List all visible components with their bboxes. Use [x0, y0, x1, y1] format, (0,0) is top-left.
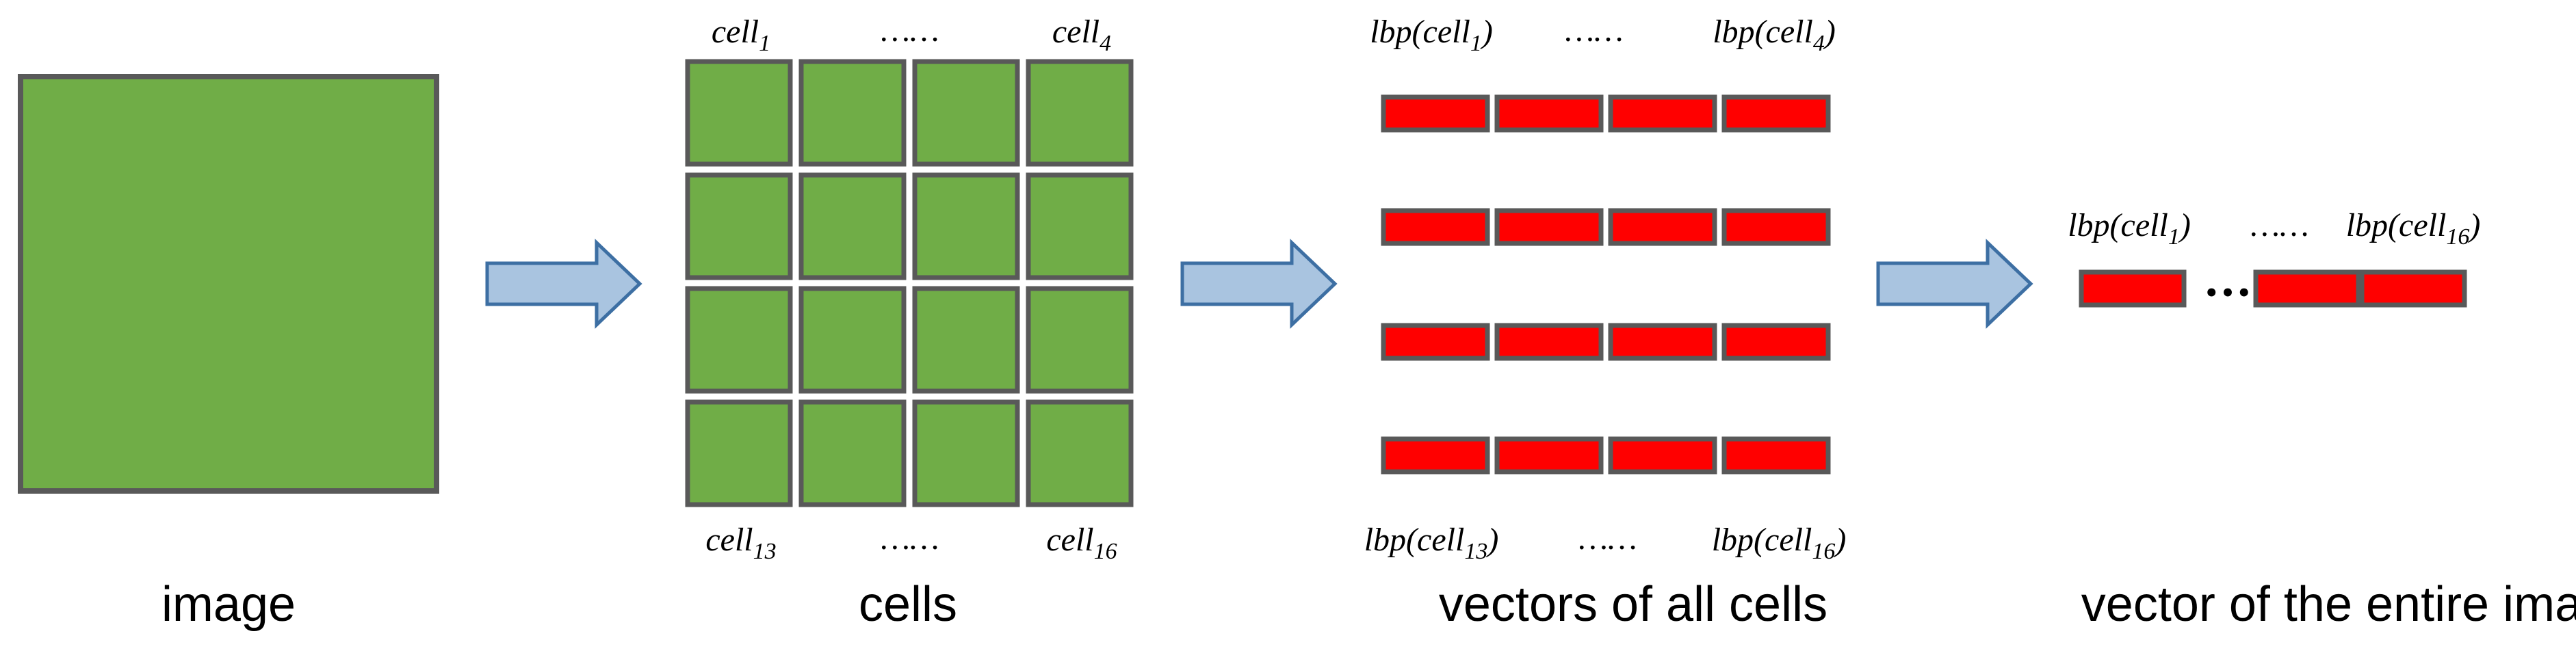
grid-cell — [912, 286, 1020, 394]
vector-segment — [1381, 94, 1490, 133]
grid-cell — [1026, 399, 1134, 507]
vector-segment — [1494, 436, 1604, 475]
grid-cell — [912, 59, 1020, 167]
vector-label-top-left: lbp(cell1) — [1370, 14, 1493, 56]
vector-segment — [1721, 94, 1831, 133]
input-image-square — [18, 74, 439, 494]
vector-segment — [1721, 323, 1831, 361]
grid-cell — [685, 59, 793, 167]
cell-label-top-ellipsis: …… — [881, 12, 939, 49]
cell-label-top-left: cell1 — [712, 14, 770, 56]
entire-gap-dots: ••• — [2204, 280, 2252, 307]
entire-vector-row — [2079, 269, 2467, 308]
vector-label-top-ellipsis: …… — [1565, 12, 1623, 49]
grid-cell — [1026, 286, 1134, 394]
cells-grid — [685, 59, 1134, 507]
vector-segment — [2253, 269, 2361, 308]
vector-label-bottom-right: lbp(cell16) — [1712, 522, 1847, 564]
cell-label-bottom-ellipsis: …… — [881, 520, 939, 557]
caption-image: image — [161, 577, 296, 632]
right-arrow-icon — [1180, 239, 1338, 329]
vector-segment — [1608, 323, 1717, 361]
vector-segment — [1608, 208, 1717, 246]
vector-segment — [1494, 208, 1604, 246]
grid-cell — [1026, 172, 1134, 280]
vector-segment — [2359, 269, 2467, 308]
cell-label-top-right: cell4 — [1052, 14, 1111, 56]
grid-cell — [798, 286, 907, 394]
right-arrow-icon — [1876, 239, 2033, 329]
vector-rows — [1381, 94, 1831, 475]
vector-segment — [2079, 269, 2187, 308]
entire-label-ellipsis: …… — [2250, 207, 2308, 243]
vector-segment — [1381, 436, 1490, 475]
vector-label-bottom-left: lbp(cell13) — [1364, 522, 1499, 564]
cell-label-bottom-left: cell13 — [705, 522, 776, 564]
grid-cell — [685, 399, 793, 507]
caption-vectors: vectors of all cells — [1439, 577, 1827, 632]
grid-cell — [912, 399, 1020, 507]
caption-entire: vector of the entire image — [2081, 577, 2576, 632]
grid-cell — [798, 172, 907, 280]
entire-label-right: lbp(cell16) — [2346, 207, 2481, 250]
vector-segment — [1608, 436, 1717, 475]
vector-segment — [1494, 94, 1604, 133]
grid-cell — [912, 172, 1020, 280]
vector-segment — [1721, 208, 1831, 246]
vector-segment — [1381, 208, 1490, 246]
vector-segment — [1494, 323, 1604, 361]
grid-cell — [798, 59, 907, 167]
vector-segment — [1721, 436, 1831, 475]
grid-cell — [685, 172, 793, 280]
grid-cell — [798, 399, 907, 507]
grid-cell — [1026, 59, 1134, 167]
vector-label-bottom-ellipsis: …… — [1578, 520, 1637, 557]
cell-label-bottom-right: cell16 — [1046, 522, 1117, 564]
right-arrow-icon — [485, 239, 642, 329]
grid-cell — [685, 286, 793, 394]
vector-label-top-right: lbp(cell4) — [1713, 14, 1836, 56]
vector-segment — [1381, 323, 1490, 361]
caption-cells: cells — [859, 577, 957, 632]
entire-label-left: lbp(cell1) — [2068, 207, 2191, 250]
vector-segment — [1608, 94, 1717, 133]
